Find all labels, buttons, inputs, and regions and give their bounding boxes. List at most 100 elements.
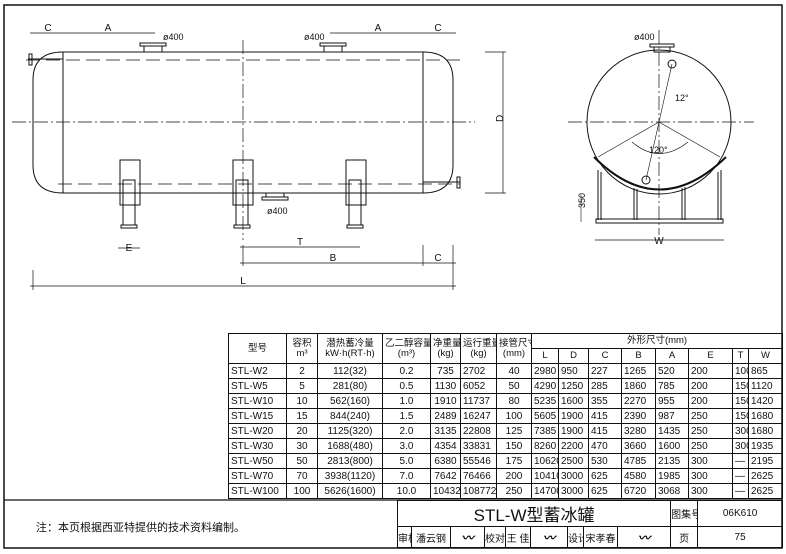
table-cell: 10410 (531, 468, 559, 484)
table-cell: 10432 (430, 483, 461, 499)
header-dim-b: B (621, 348, 656, 364)
checker-signature: 〰 (530, 526, 568, 548)
table-cell: 2135 (655, 453, 689, 469)
page-label: 页 (670, 526, 699, 548)
table-cell: 2813(800) (317, 453, 383, 469)
nozzle-label: ø400 (304, 32, 325, 42)
table-cell: 6052 (460, 378, 497, 394)
table-cell: 1500 (732, 378, 749, 394)
table-cell: 2702 (460, 363, 497, 379)
table-cell: 1000 (732, 363, 749, 379)
table-cell: 2489 (430, 408, 461, 424)
dim-label-a: A (375, 23, 382, 34)
table-cell: 0.2 (382, 363, 431, 379)
table-cell: 2200 (558, 438, 589, 454)
table-cell: 470 (588, 438, 622, 454)
table-cell: 5 (286, 378, 318, 394)
table-cell: 7385 (531, 423, 559, 439)
table-cell: 2500 (558, 453, 589, 469)
table-cell: 100 (286, 483, 318, 499)
table-cell: 250 (688, 408, 733, 424)
table-cell: 0.5 (382, 378, 431, 394)
table-cell: 785 (655, 378, 689, 394)
table-cell: 5235 (531, 393, 559, 409)
table-cell: 100 (496, 408, 532, 424)
table-cell: 20 (286, 423, 318, 439)
table-cell: 70 (286, 468, 318, 484)
table-cell: 625 (588, 483, 622, 499)
table-cell: 22808 (460, 423, 497, 439)
model-cell: STL-W2 (228, 363, 287, 379)
table-cell: 3.0 (382, 438, 431, 454)
table-cell: 1125(320) (317, 423, 383, 439)
table-cell: 200 (496, 468, 532, 484)
table-cell: 987 (655, 408, 689, 424)
footnote: 注：本页根据西亚特提供的技术资料编制。 (36, 522, 245, 534)
table-cell: 1250 (558, 378, 589, 394)
tank-side-view (12, 40, 475, 240)
table-cell: 50 (496, 378, 532, 394)
table-cell: 250 (496, 483, 532, 499)
table-cell: 80 (496, 393, 532, 409)
table-cell: 200 (688, 393, 733, 409)
table-cell: 227 (588, 363, 622, 379)
table-cell: 1900 (558, 423, 589, 439)
table-cell: 108772 (460, 483, 497, 499)
table-cell: 520 (655, 363, 689, 379)
table-cell: 1910 (430, 393, 461, 409)
designer-signature: 〰 (616, 526, 672, 548)
table-cell: — (732, 453, 749, 469)
model-cell: STL-W10 (228, 393, 287, 409)
table-cell: 250 (688, 423, 733, 439)
table-cell: 1860 (621, 378, 656, 394)
table-cell: 2625 (747, 468, 784, 484)
dim-label-d: D (495, 115, 506, 122)
header-pipe: 接管尺寸(mm) (496, 333, 532, 364)
table-row: STL-W70703938(1120)7.0764276466200104103… (228, 468, 784, 484)
table-cell: 6380 (430, 453, 461, 469)
table-cell: 6720 (621, 483, 656, 499)
table-cell: 281(80) (317, 378, 383, 394)
table-cell: 112(32) (317, 363, 383, 379)
table-cell: 10 (286, 393, 318, 409)
table-cell: 300 (688, 453, 733, 469)
dim-label-c: C (434, 23, 441, 34)
table-cell: 865 (747, 363, 784, 379)
table-cell: 16247 (460, 408, 497, 424)
table-cell: 3000 (732, 423, 749, 439)
table-cell: 735 (430, 363, 461, 379)
table-cell: 355 (588, 393, 622, 409)
table-cell: — (732, 468, 749, 484)
header-dim-c: C (588, 348, 622, 364)
table-cell: 2 (286, 363, 318, 379)
table-cell: 1435 (655, 423, 689, 439)
table-cell: 1265 (621, 363, 656, 379)
table-cell: 2390 (621, 408, 656, 424)
table-cell: 1500 (732, 393, 749, 409)
nozzle-label: ø400 (634, 32, 655, 42)
check-label: 校对 (484, 526, 506, 548)
table-cell: 5626(1600) (317, 483, 383, 499)
table-cell: 625 (588, 468, 622, 484)
table-cell: 3280 (621, 423, 656, 439)
table-cell: 1600 (655, 438, 689, 454)
table-cell: 7.0 (382, 468, 431, 484)
model-cell: STL-W5 (228, 378, 287, 394)
model-cell: STL-W70 (228, 468, 287, 484)
table-cell: 1680 (747, 408, 784, 424)
nozzle-label: ø400 (163, 32, 184, 42)
table-cell: 175 (496, 453, 532, 469)
header-dim-a: A (655, 348, 689, 364)
table-cell: — (732, 483, 749, 499)
table-cell: 14700 (531, 483, 559, 499)
table-cell: 562(160) (317, 393, 383, 409)
table-cell: 76466 (460, 468, 497, 484)
model-cell: STL-W15 (228, 408, 287, 424)
design-label: 设计 (567, 526, 584, 548)
reviewer-signature: 〰 (450, 526, 485, 548)
